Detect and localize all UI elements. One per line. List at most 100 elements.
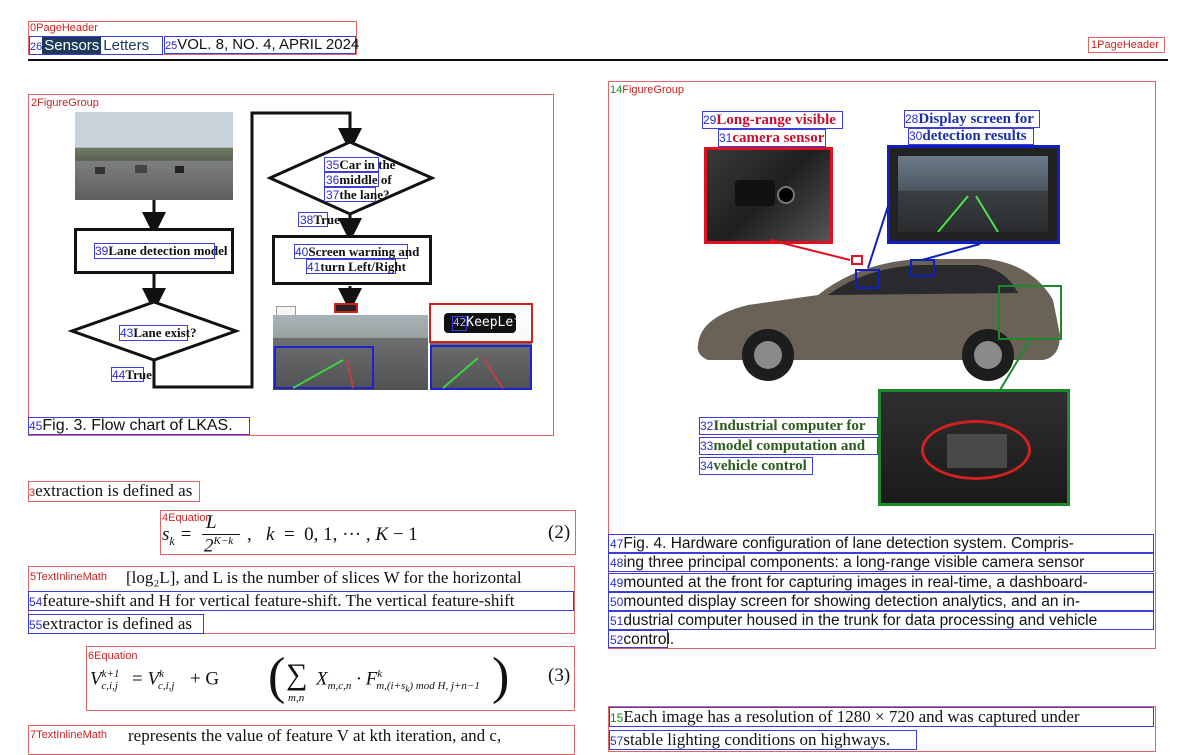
keep-left-display [444,313,516,333]
highway-image-top [75,112,233,200]
text-extraction-line: 3extraction is defined as [29,481,193,500]
figure4-caption-box-5 [608,611,1154,630]
decision-bottom-label: 43Lane exist? [120,325,197,340]
decision-top-line-2: 36middle of [326,172,392,187]
figure3-caption: 45Fig. 3. Flow chart of LKAS. [29,417,233,434]
warning-screen-icon [334,303,358,313]
page-header-box-left [28,21,357,55]
volume-info: 25VOL. 8, NO. 4, APRIL 2024 [165,36,360,53]
true-bottom-box [111,367,144,382]
flowchart-connectors [67,111,436,389]
warning-line-2: 41turn Left/Right [307,259,406,274]
journal-index: 26 [30,41,43,53]
camera-label-line-1: 29Long-range visible [703,112,836,128]
figure4-pointer-lines [769,199,1031,391]
equation3-formula: Vk+1c,i,j = Vkc,i,j + G ( ∑ m,n Xm,c,n ·… [90,648,510,705]
figure3-caption-box [28,417,250,435]
equation2-box [160,510,576,555]
equation2-formula: sk = L 2K−k , k = 0, 1, ··· , K − 1 [162,512,418,557]
computer-label-line-2: 33model computation and [700,438,866,454]
paragraph-line-d: represents the value of feature V at kth… [128,726,502,745]
trunk-marker-box [998,285,1062,340]
page-header-tag-right: 1PageHeader [1091,39,1159,51]
warning-label-box-2 [306,259,396,274]
camera-label-line-2: 31camera sensor [719,130,825,146]
computer-label-line-1: 32Industrial computer for [700,418,866,434]
page-header-box-right [1088,37,1165,53]
paragraph-line-c-box [28,614,204,634]
equation2-tag: 4Equation [162,512,212,524]
figure4-caption-box-3 [608,573,1154,592]
computer-label-box-3 [699,457,813,475]
figure4-caption-box-2 [608,553,1154,572]
keep-left-label-box [452,316,467,331]
paragraph-line-c: 55extractor is defined as [29,614,192,633]
figure4-group-tag: 14FigureGroup [610,84,685,96]
figure4-caption-line-3: 49mounted at the front for capturing ima… [610,574,1088,591]
camera-marker-box [855,269,880,289]
paragraph-line-b: 54feature-shift and H for vertical featu… [29,591,515,610]
journal-name-box [29,36,163,55]
lane-detection-label: 39Lane detection model [95,243,228,258]
figure4-caption-line-4: 50mounted display screen for showing det… [610,593,1081,610]
equation2-number: (2) [548,522,571,543]
figure4-caption-line-1: 47Fig. 4. Hardware configuration of lane… [610,535,1074,552]
decision-top-box-1 [324,157,379,172]
paragraph-line-b-box [28,591,574,611]
text-block-box [28,481,200,502]
header-rule [28,59,1168,61]
decision-top-box-2 [324,172,379,187]
true-top-label: 38True [300,212,340,227]
decision-top-line-1: 35Car in the [326,157,396,172]
figure4-caption-line-6: 52control. [610,631,675,648]
figure4-caption-box-6 [608,630,668,648]
inline-math-tag-2: 7TextInlineMath [30,729,108,741]
display-label-box-1 [904,110,1040,128]
warning-line-1: 40Screen warning and [295,244,420,259]
keep-left-label: 42KeepLeft [453,315,529,330]
decision-top-box-3 [324,187,376,202]
volume-info-box [164,36,356,54]
figure4-caption-line-5: 51dustrial computer housed in the trunk … [610,612,1098,629]
right-text-line-1-box [609,707,1154,727]
equation3-tag: 6Equation [88,650,138,662]
display-screen-photo [887,145,1060,244]
figure3-group-tag: 2FigureGroup [31,97,99,109]
journal-letters: Letters [103,37,150,54]
camera-photo [704,147,833,244]
figure4-caption-line-2: 48ing three principal components: a long… [610,554,1085,571]
right-text-line-2: 57stable lighting conditions on highways… [610,730,891,749]
true-bottom-label: 44True [112,367,152,382]
journal-sensors: Sensors [42,37,102,54]
figure4-group-box [608,81,1156,649]
figure4-caption-box-4 [608,592,1154,611]
computer-label-box-1 [699,417,878,435]
screen-warning-box [272,235,432,285]
computer-label-line-3: 34vehicle control [700,458,807,474]
lane-detection-label-box [94,243,215,259]
equation3-number: (3) [548,665,571,686]
detection-box-right [430,345,532,390]
display-label-line-1: 28Display screen for [905,111,1034,127]
paragraph-line-a: [log₂L], and L is the number of slices W… [126,568,522,587]
right-text-line-2-box [609,730,917,750]
trunk-computer-photo [878,389,1070,506]
decision-bottom-box [119,325,188,341]
car-photo [688,245,1068,385]
lane-detection-box [74,228,234,274]
true-top-box [298,212,328,227]
decision-top-line-3: 37the lane? [326,187,390,202]
camera-label-box-1 [702,111,843,129]
camera-label-box-2 [718,129,826,147]
display-label-line-2: 30detection results [909,128,1027,144]
display-label-box-2 [908,128,1034,145]
lane-lines-overlay [292,357,504,389]
figure3-group-box [28,94,554,436]
equation3-box [86,646,575,711]
inline-math-tag: 5TextInlineMath [30,571,108,583]
right-text-box [608,706,1156,752]
figure4-caption-box-1 [608,534,1154,553]
camera-mount-marker [851,255,863,265]
detection-box-left [274,346,374,389]
